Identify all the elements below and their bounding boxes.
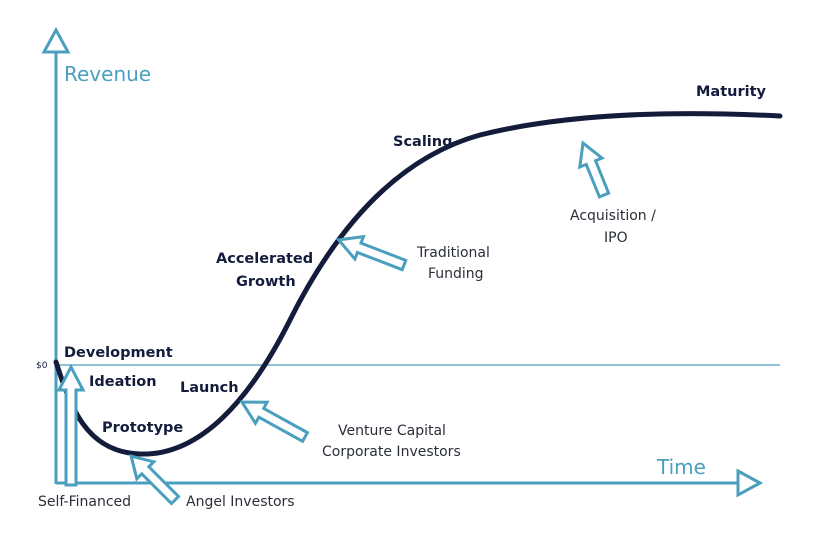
funding-label-corporate-investors: Corporate Investors: [322, 444, 461, 460]
stage-label-development: Development: [64, 345, 173, 361]
stage-label-prototype: Prototype: [102, 420, 183, 436]
stage-label-launch: Launch: [180, 380, 239, 396]
funding-label-venture-capital: Venture Capital: [338, 423, 446, 439]
y-axis-title: Revenue: [64, 62, 151, 86]
revenue-curve: [53, 111, 783, 457]
funding-label-traditional: Traditional: [416, 245, 490, 261]
arrow-up-left-icon: [239, 400, 310, 444]
stage-label-maturity: Maturity: [696, 84, 767, 100]
x-axis-title: Time: [656, 455, 706, 479]
funding-label-funding: Funding: [428, 266, 484, 282]
arrow-up-icon: [56, 363, 86, 487]
y-axis-arrowhead: [41, 26, 71, 54]
funding-label-ipo: IPO: [604, 230, 628, 246]
stage-label-accelerated: Accelerated: [216, 251, 313, 267]
arrow-up-left-icon: [129, 454, 181, 506]
funding-label-acquisition: Acquisition /: [570, 208, 656, 224]
funding-label-angel-investors: Angel Investors: [186, 494, 295, 510]
stage-label-ideation: Ideation: [89, 374, 157, 390]
funding-label-self-financed: Self-Financed: [38, 494, 131, 510]
stage-label-growth: Growth: [236, 274, 296, 290]
arrow-left-icon: [335, 234, 408, 272]
zero-label: $0: [36, 361, 48, 371]
arrow-up-icon: [577, 140, 611, 199]
stage-label-scaling: Scaling: [393, 134, 452, 150]
x-axis-arrowhead: [736, 468, 764, 498]
